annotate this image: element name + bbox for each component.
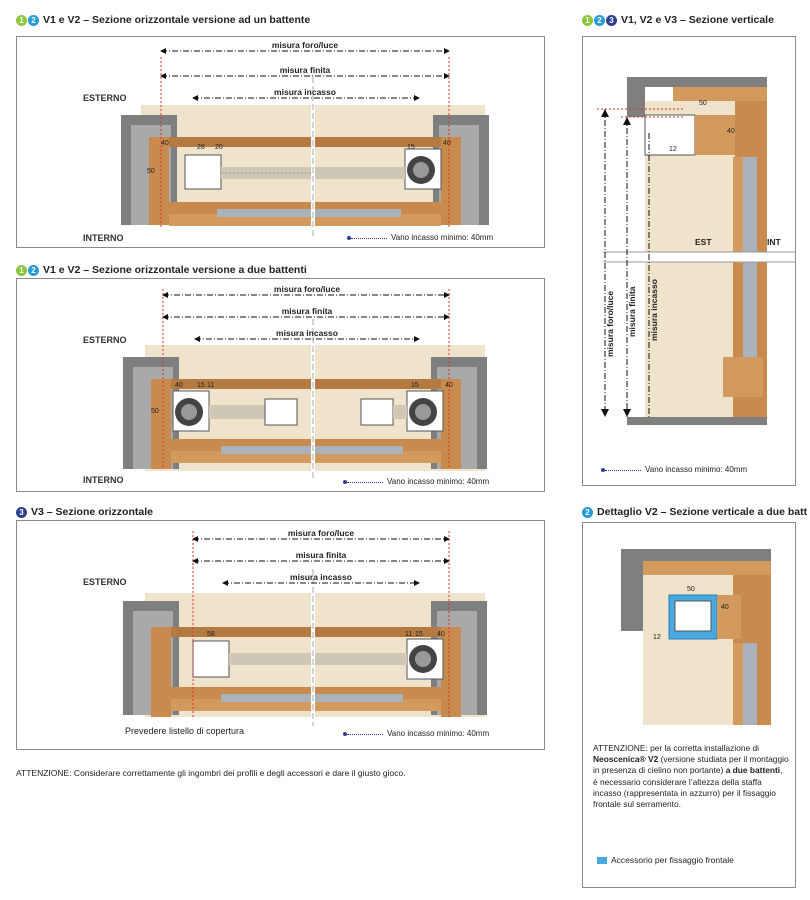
- vano-note: Vano incasso minimo: 40mm: [343, 477, 489, 486]
- version-badge-1: 1: [16, 264, 27, 276]
- dim-40: 40: [727, 128, 735, 135]
- dim-misura-finita: misura finita: [627, 286, 637, 337]
- dim-40: 40: [161, 140, 169, 147]
- horizontal-section-double-leaf: misura foro/luce misura finita misura in…: [123, 284, 487, 479]
- vano-note: Vano incasso minimo: 40mm: [601, 465, 747, 474]
- label-est: EST: [695, 237, 712, 247]
- section-title-5: 2 Dettaglio V2 – Sezione verticale a due…: [582, 506, 807, 518]
- label-int: INT: [767, 237, 782, 247]
- version-badge-3: 3: [16, 506, 27, 518]
- attention-main: ATTENZIONE: Considerare correttamente gl…: [16, 768, 406, 778]
- dim-misura-foro: misura foro/luce: [272, 40, 338, 50]
- dim-12: 12: [669, 146, 677, 153]
- diagram-panel-4: misura foro/luce misura finita misura in…: [582, 36, 796, 486]
- dim-15: 15: [415, 631, 423, 638]
- dim-40: 40: [721, 604, 729, 611]
- dim-50: 50: [147, 168, 155, 175]
- dim-20: 20: [215, 144, 223, 151]
- vano-note: Vano incasso minimo: 40mm: [347, 233, 493, 242]
- section-title-text: V1 e V2 – Sezione orizzontale versione a…: [43, 264, 307, 276]
- dim-misura-finita: misura finita: [282, 306, 333, 316]
- section-title-text: Dettaglio V2 – Sezione verticale a due b…: [597, 506, 808, 518]
- dim-40: 40: [443, 140, 451, 147]
- legend-bracket: Accessorio per fissaggio frontale: [597, 855, 734, 865]
- diagram-panel-3: misura foro/luce misura finita misura in…: [16, 520, 545, 750]
- dim-misura-foro: misura foro/luce: [605, 291, 615, 357]
- dim-15: 15: [407, 144, 415, 151]
- dim-11: 11: [405, 631, 412, 638]
- vertical-detail-v2: 50 40 12: [621, 549, 771, 725]
- dim-misura-finita: misura finita: [296, 550, 347, 560]
- label-interno: INTERNO: [83, 475, 124, 485]
- vano-note: Vano incasso minimo: 40mm: [343, 729, 489, 738]
- section-title-4: 1 2 3 V1, V2 e V3 – Sezione verticale: [582, 14, 774, 26]
- label-esterno: ESTERNO: [83, 93, 127, 103]
- version-badge-2: 2: [582, 506, 593, 518]
- version-badge-2: 2: [594, 14, 605, 26]
- dim-50: 50: [687, 586, 695, 593]
- version-badge-2: 2: [28, 14, 39, 26]
- dim-misura-incasso: misura incasso: [290, 572, 352, 582]
- label-interno: INTERNO: [83, 233, 124, 243]
- diagram-panel-5: 50 40 12 ATTENZIONE: per la corretta ins…: [582, 522, 796, 888]
- dim-misura-foro: misura foro/luce: [274, 284, 340, 294]
- section-title-text: V1 e V2 – Sezione orizzontale versione a…: [43, 14, 311, 26]
- section-title-text: V1, V2 e V3 – Sezione verticale: [621, 14, 774, 26]
- dim-15: 15: [197, 382, 205, 389]
- dim-40: 40: [445, 382, 453, 389]
- dim-15: 15: [411, 382, 419, 389]
- horizontal-section-v3: misura foro/luce misura finita misura in…: [123, 528, 487, 726]
- dim-28: 28: [197, 144, 205, 151]
- dim-misura-foro: misura foro/luce: [288, 528, 354, 538]
- version-badge-2: 2: [28, 264, 39, 276]
- listello-note: Prevedere listello di copertura: [125, 726, 245, 736]
- legend-swatch: [597, 856, 607, 864]
- dim-misura-incasso: misura incasso: [649, 279, 659, 341]
- diagram-panel-1: misura foro/luce misura finita misura in…: [16, 36, 545, 248]
- label-esterno: ESTERNO: [83, 335, 127, 345]
- version-badge-1: 1: [582, 14, 593, 26]
- vertical-section: misura foro/luce misura finita misura in…: [597, 77, 795, 425]
- dim-40: 40: [175, 382, 183, 389]
- section-title-1: 1 2 V1 e V2 – Sezione orizzontale versio…: [16, 14, 310, 26]
- version-badge-1: 1: [16, 14, 27, 26]
- version-badge-3: 3: [606, 14, 617, 26]
- section-title-2: 1 2 V1 e V2 – Sezione orizzontale versio…: [16, 264, 307, 276]
- diagram-panel-2: misura foro/luce misura finita misura in…: [16, 278, 545, 492]
- horizontal-section-single-leaf: misura foro/luce misura finita misura in…: [121, 40, 489, 237]
- dim-misura-incasso: misura incasso: [276, 328, 338, 338]
- dim-40: 40: [437, 631, 445, 638]
- dim-11: 11: [207, 382, 214, 389]
- label-esterno: ESTERNO: [83, 577, 127, 587]
- dim-12: 12: [653, 634, 661, 641]
- section-title-3: 3 V3 – Sezione orizzontale: [16, 506, 153, 518]
- dim-50: 50: [151, 408, 159, 415]
- attention-v2: ATTENZIONE: per la corretta installazion…: [593, 743, 789, 810]
- section-title-text: V3 – Sezione orizzontale: [31, 506, 153, 518]
- dim-50: 50: [699, 100, 707, 107]
- dim-misura-incasso: misura incasso: [274, 87, 336, 97]
- dim-58: 58: [207, 631, 215, 638]
- dim-misura-finita: misura finita: [280, 65, 331, 75]
